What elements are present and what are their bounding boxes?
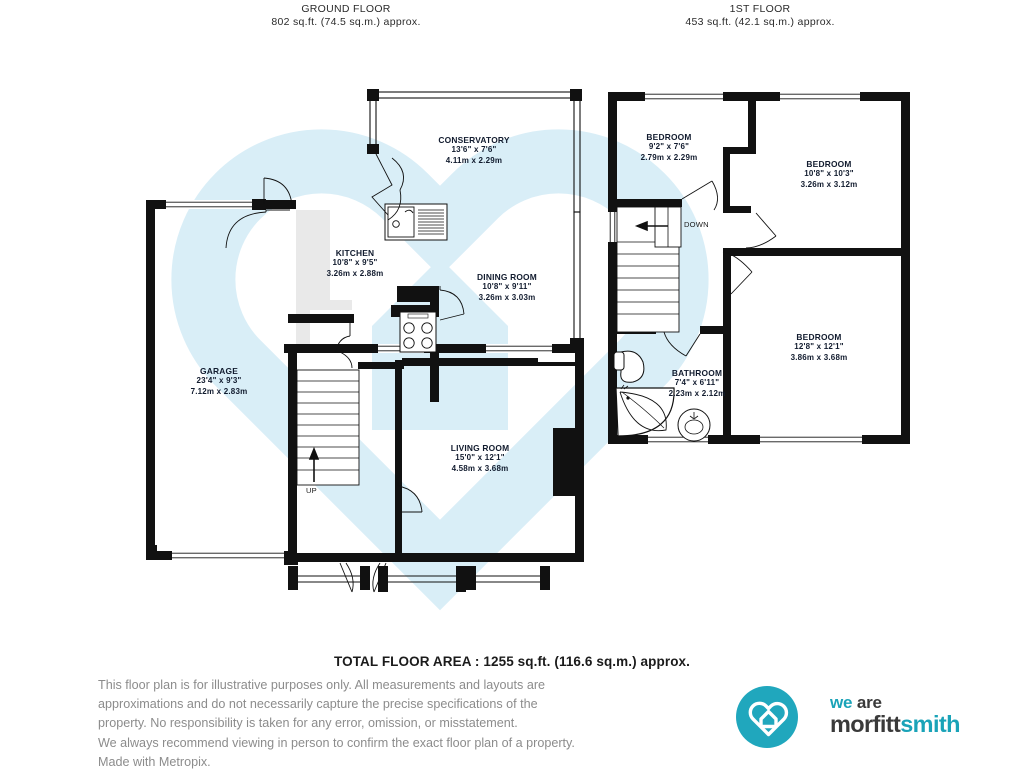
bathroom-fixtures: [613, 350, 711, 442]
room-metric: 2.79m x 2.29m: [640, 152, 698, 162]
room-label-living-room: LIVING ROOM 15'0" x 12'1" 4.58m x 3.68m: [420, 443, 540, 474]
room-name: LIVING ROOM: [450, 443, 510, 453]
room-metric: 3.26m x 3.03m: [478, 292, 536, 302]
brand-logo-text: we are morfittsmith: [830, 694, 960, 737]
room-imperial: 10'8" x 9'5": [332, 258, 378, 268]
disclaimer-text: This floor plan is for illustrative purp…: [98, 676, 678, 772]
room-name: BEDROOM: [646, 132, 692, 142]
room-label-bedroom-2: BEDROOM 10'8" x 10'3" 3.26m x 3.12m: [773, 159, 885, 190]
room-label-dining-room: DINING ROOM 10'8" x 9'11" 3.26m x 3.03m: [447, 272, 567, 303]
first-floor-plan: [608, 92, 910, 444]
room-name: GARAGE: [200, 366, 238, 376]
room-label-bedroom-3: BEDROOM 12'8" x 12'1" 3.86m x 3.68m: [763, 332, 875, 363]
room-metric: 2.23m x 2.12m: [668, 388, 726, 398]
floor-plan-drawing: [146, 89, 910, 593]
brand-logo-mark: [736, 686, 798, 748]
ground-floor-title: GROUND FLOOR: [301, 3, 391, 15]
room-imperial: 12'8" x 12'1": [794, 342, 844, 352]
room-imperial: 10'8" x 10'3": [804, 169, 854, 179]
room-label-garage: GARAGE 23'4" x 9'3" 7.12m x 2.83m: [159, 366, 279, 397]
room-name: DINING ROOM: [477, 272, 537, 282]
room-name: BATHROOM: [671, 368, 723, 378]
room-metric: 3.26m x 2.88m: [326, 268, 384, 278]
room-label-bathroom: BATHROOM 7'4" x 6'11" 2.23m x 2.12m: [641, 368, 753, 399]
logo-smith-text: smith: [900, 711, 960, 737]
room-imperial: 13'6" x 7'6": [451, 145, 497, 155]
room-metric: 3.26m x 3.12m: [800, 179, 858, 189]
disclaimer-line-3: property. No responsibility is taken for…: [98, 716, 518, 731]
room-imperial: 7'4" x 6'11": [674, 378, 720, 388]
logo-are-text: are: [856, 693, 882, 712]
room-imperial: 23'4" x 9'3": [196, 376, 242, 386]
logo-we-text: we: [830, 693, 857, 712]
room-imperial: 10'8" x 9'11": [482, 282, 532, 292]
first-floor-header: 1ST FLOOR 453 sq.ft. (42.1 sq.m.) approx…: [670, 3, 850, 29]
room-imperial: 15'0" x 12'1": [455, 453, 505, 463]
room-metric: 4.11m x 2.29m: [445, 155, 503, 165]
room-metric: 7.12m x 2.83m: [190, 386, 248, 396]
room-name: CONSERVATORY: [438, 135, 510, 145]
first-floor-stairs: [616, 206, 682, 333]
room-name: KITCHEN: [335, 248, 375, 258]
ground-stairs: [296, 369, 360, 486]
total-floor-area: TOTAL FLOOR AREA : 1255 sq.ft. (116.6 sq…: [333, 654, 691, 669]
disclaimer-line-1: This floor plan is for illustrative purp…: [98, 678, 546, 692]
room-imperial: 9'2" x 7'6": [648, 142, 690, 152]
room-metric: 3.86m x 3.68m: [790, 352, 848, 362]
ground-floor-plan: [146, 89, 584, 593]
room-name: BEDROOM: [796, 332, 842, 342]
first-floor-title: 1ST FLOOR: [729, 3, 791, 15]
room-label-conservatory: CONSERVATORY 13'6" x 7'6" 4.11m x 2.29m: [414, 135, 534, 166]
room-label-kitchen: KITCHEN 10'8" x 9'5" 3.26m x 2.88m: [295, 248, 415, 279]
stairs-down-label: DOWN: [684, 220, 709, 229]
stairs-up-label: UP: [306, 486, 317, 495]
disclaimer-line-2: approximations and do not necessarily ca…: [98, 697, 538, 712]
logo-morfitt-text: morfitt: [830, 711, 901, 737]
room-metric: 4.58m x 3.68m: [451, 463, 509, 473]
ground-floor-area: 802 sq.ft. (74.5 sq.m.) approx.: [271, 16, 421, 28]
first-floor-area: 453 sq.ft. (42.1 sq.m.) approx.: [685, 16, 835, 28]
room-label-bedroom-1: BEDROOM 9'2" x 7'6" 2.79m x 2.29m: [613, 132, 725, 163]
room-name: BEDROOM: [806, 159, 852, 169]
ground-floor-header: GROUND FLOOR 802 sq.ft. (74.5 sq.m.) app…: [256, 3, 436, 29]
disclaimer-line-4: We always recommend viewing in person to…: [98, 735, 575, 750]
disclaimer-line-5: Made with Metropix.: [98, 754, 211, 769]
